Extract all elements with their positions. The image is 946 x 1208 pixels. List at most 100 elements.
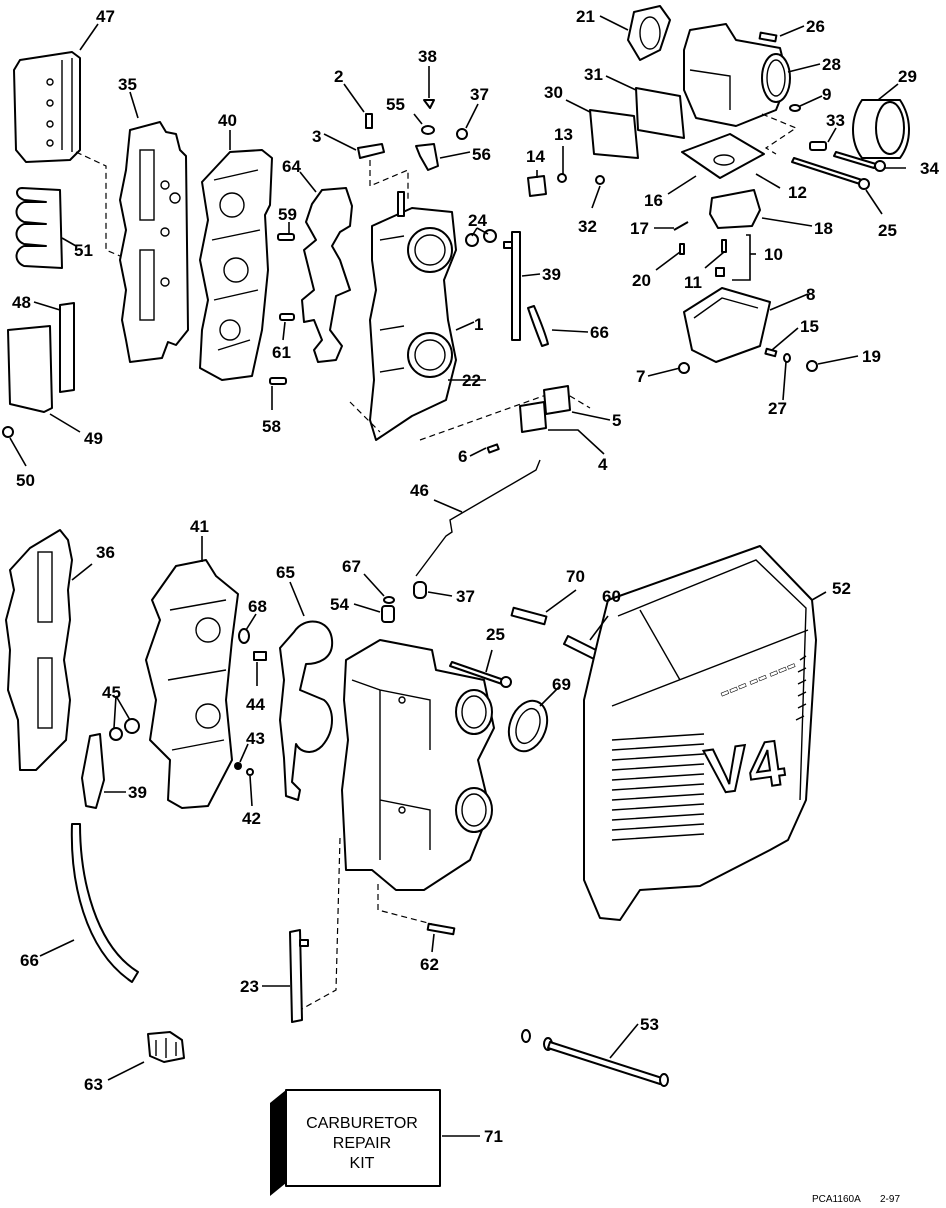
callout-20: 20	[632, 271, 651, 290]
part-6-screw	[486, 443, 500, 454]
part-27-oring	[783, 353, 791, 363]
callout-15: 15	[800, 317, 819, 336]
part-68-washer	[238, 628, 250, 644]
part-69-seal	[507, 699, 549, 753]
part-37-nut-lower	[413, 581, 427, 599]
callout-60: 60	[602, 587, 621, 606]
part-3-bracket	[357, 143, 385, 159]
callout-39-lower: 39	[128, 783, 147, 802]
part-28-throttle-body	[683, 23, 791, 127]
kit-label-line-3: KIT	[350, 1155, 375, 1172]
part-16-gasket	[681, 133, 765, 179]
part-17-pin	[673, 221, 689, 231]
part-64-gasket	[301, 187, 353, 363]
part-63-connector	[147, 1031, 185, 1063]
part-31-gasket	[635, 87, 685, 139]
callout-68: 68	[248, 597, 267, 616]
part-4-plate	[519, 401, 547, 433]
part-65-gasket	[279, 620, 334, 801]
part-46-link-rod	[415, 459, 541, 577]
callout-44: 44	[246, 695, 265, 714]
kit-box-side	[270, 1090, 286, 1196]
callout-30: 30	[544, 83, 563, 102]
callout-67: 67	[342, 557, 361, 576]
part-9-plug	[789, 104, 801, 112]
callout-31: 31	[584, 65, 603, 84]
callout-59: 59	[278, 205, 297, 224]
callout-2: 2	[334, 67, 343, 86]
callout-29: 29	[898, 67, 917, 86]
callout-35: 35	[118, 75, 137, 94]
cover-badge: V4	[701, 726, 789, 808]
callout-50: 50	[16, 471, 35, 490]
part-14-clip	[527, 175, 547, 197]
callout-36: 36	[96, 543, 115, 562]
part-39-fitting	[503, 231, 521, 341]
callout-63: 63	[84, 1075, 103, 1094]
part-39-fitting-lower	[81, 733, 105, 809]
callout-34: 34	[920, 159, 939, 178]
callout-66-upper: 66	[590, 323, 609, 342]
callout-70: 70	[566, 567, 585, 586]
drawing-date: 2-97	[880, 1194, 900, 1205]
callout-26: 26	[806, 17, 825, 36]
callout-25-lower: 25	[486, 625, 505, 644]
callout-8: 8	[806, 285, 815, 304]
part-30-cover	[589, 109, 639, 159]
callout-23: 23	[240, 977, 259, 996]
callout-65: 65	[276, 563, 295, 582]
part-66-hose	[527, 305, 549, 347]
part-33-spring	[809, 141, 827, 151]
callout-71: 71	[484, 1127, 503, 1146]
callout-51: 51	[74, 241, 93, 260]
part-25-screw	[791, 157, 870, 190]
part-25-screw-lower	[449, 661, 512, 688]
part-48-reed-stop	[59, 302, 75, 393]
callout-16: 16	[644, 191, 663, 210]
part-23-fitting	[289, 929, 309, 1023]
callout-37-upper: 37	[470, 85, 489, 104]
part-10-needle-and-seat	[715, 234, 751, 281]
leader-lines	[9, 15, 906, 1137]
part-71-repair-kit[interactable]: CARBURETOR REPAIR KIT	[270, 1089, 441, 1196]
part-58-screw	[269, 377, 287, 385]
part-44-fitting	[253, 651, 267, 661]
part-21-gasket	[627, 5, 671, 61]
part-45-washers	[109, 718, 140, 741]
callout-12: 12	[788, 183, 807, 202]
part-carburetor-assembly	[341, 639, 495, 891]
part-42-plug	[246, 768, 254, 776]
callout-13: 13	[554, 125, 573, 144]
kit-label-line-1: CARBURETOR	[306, 1115, 418, 1132]
callout-24: 24	[468, 211, 487, 230]
part-56-lever	[415, 143, 439, 171]
part-38-screw	[423, 99, 435, 109]
part-24-washers	[465, 229, 497, 247]
part-43-ball	[234, 762, 242, 770]
callout-37-lower: 37	[456, 587, 475, 606]
callout-45: 45	[102, 683, 121, 702]
callout-17: 17	[630, 219, 649, 238]
callout-25-upper: 25	[878, 221, 897, 240]
part-19-plug	[806, 360, 818, 372]
callout-52: 52	[832, 579, 851, 598]
part-18-float	[709, 189, 761, 229]
part-67-plug	[383, 596, 395, 604]
part-35-gasket	[119, 121, 189, 363]
callout-53: 53	[640, 1015, 659, 1034]
part-47-reed-block	[13, 51, 81, 163]
alignment-line	[369, 160, 409, 200]
callout-54: 54	[330, 595, 349, 614]
part-61-screw	[279, 313, 295, 321]
callout-labels: 47 35 40 64 59 51 61 48 58 49 50 2 3 38 …	[12, 7, 939, 1146]
callout-49: 49	[84, 429, 103, 448]
callout-5: 5	[612, 411, 621, 430]
callout-27: 27	[768, 399, 787, 418]
part-55-washer	[421, 125, 435, 135]
part-1-carburetor-body	[369, 191, 457, 441]
callout-40: 40	[218, 111, 237, 130]
callout-48: 48	[12, 293, 31, 312]
part-29-silencer-ring	[852, 99, 910, 159]
part-34-screw	[833, 151, 886, 172]
